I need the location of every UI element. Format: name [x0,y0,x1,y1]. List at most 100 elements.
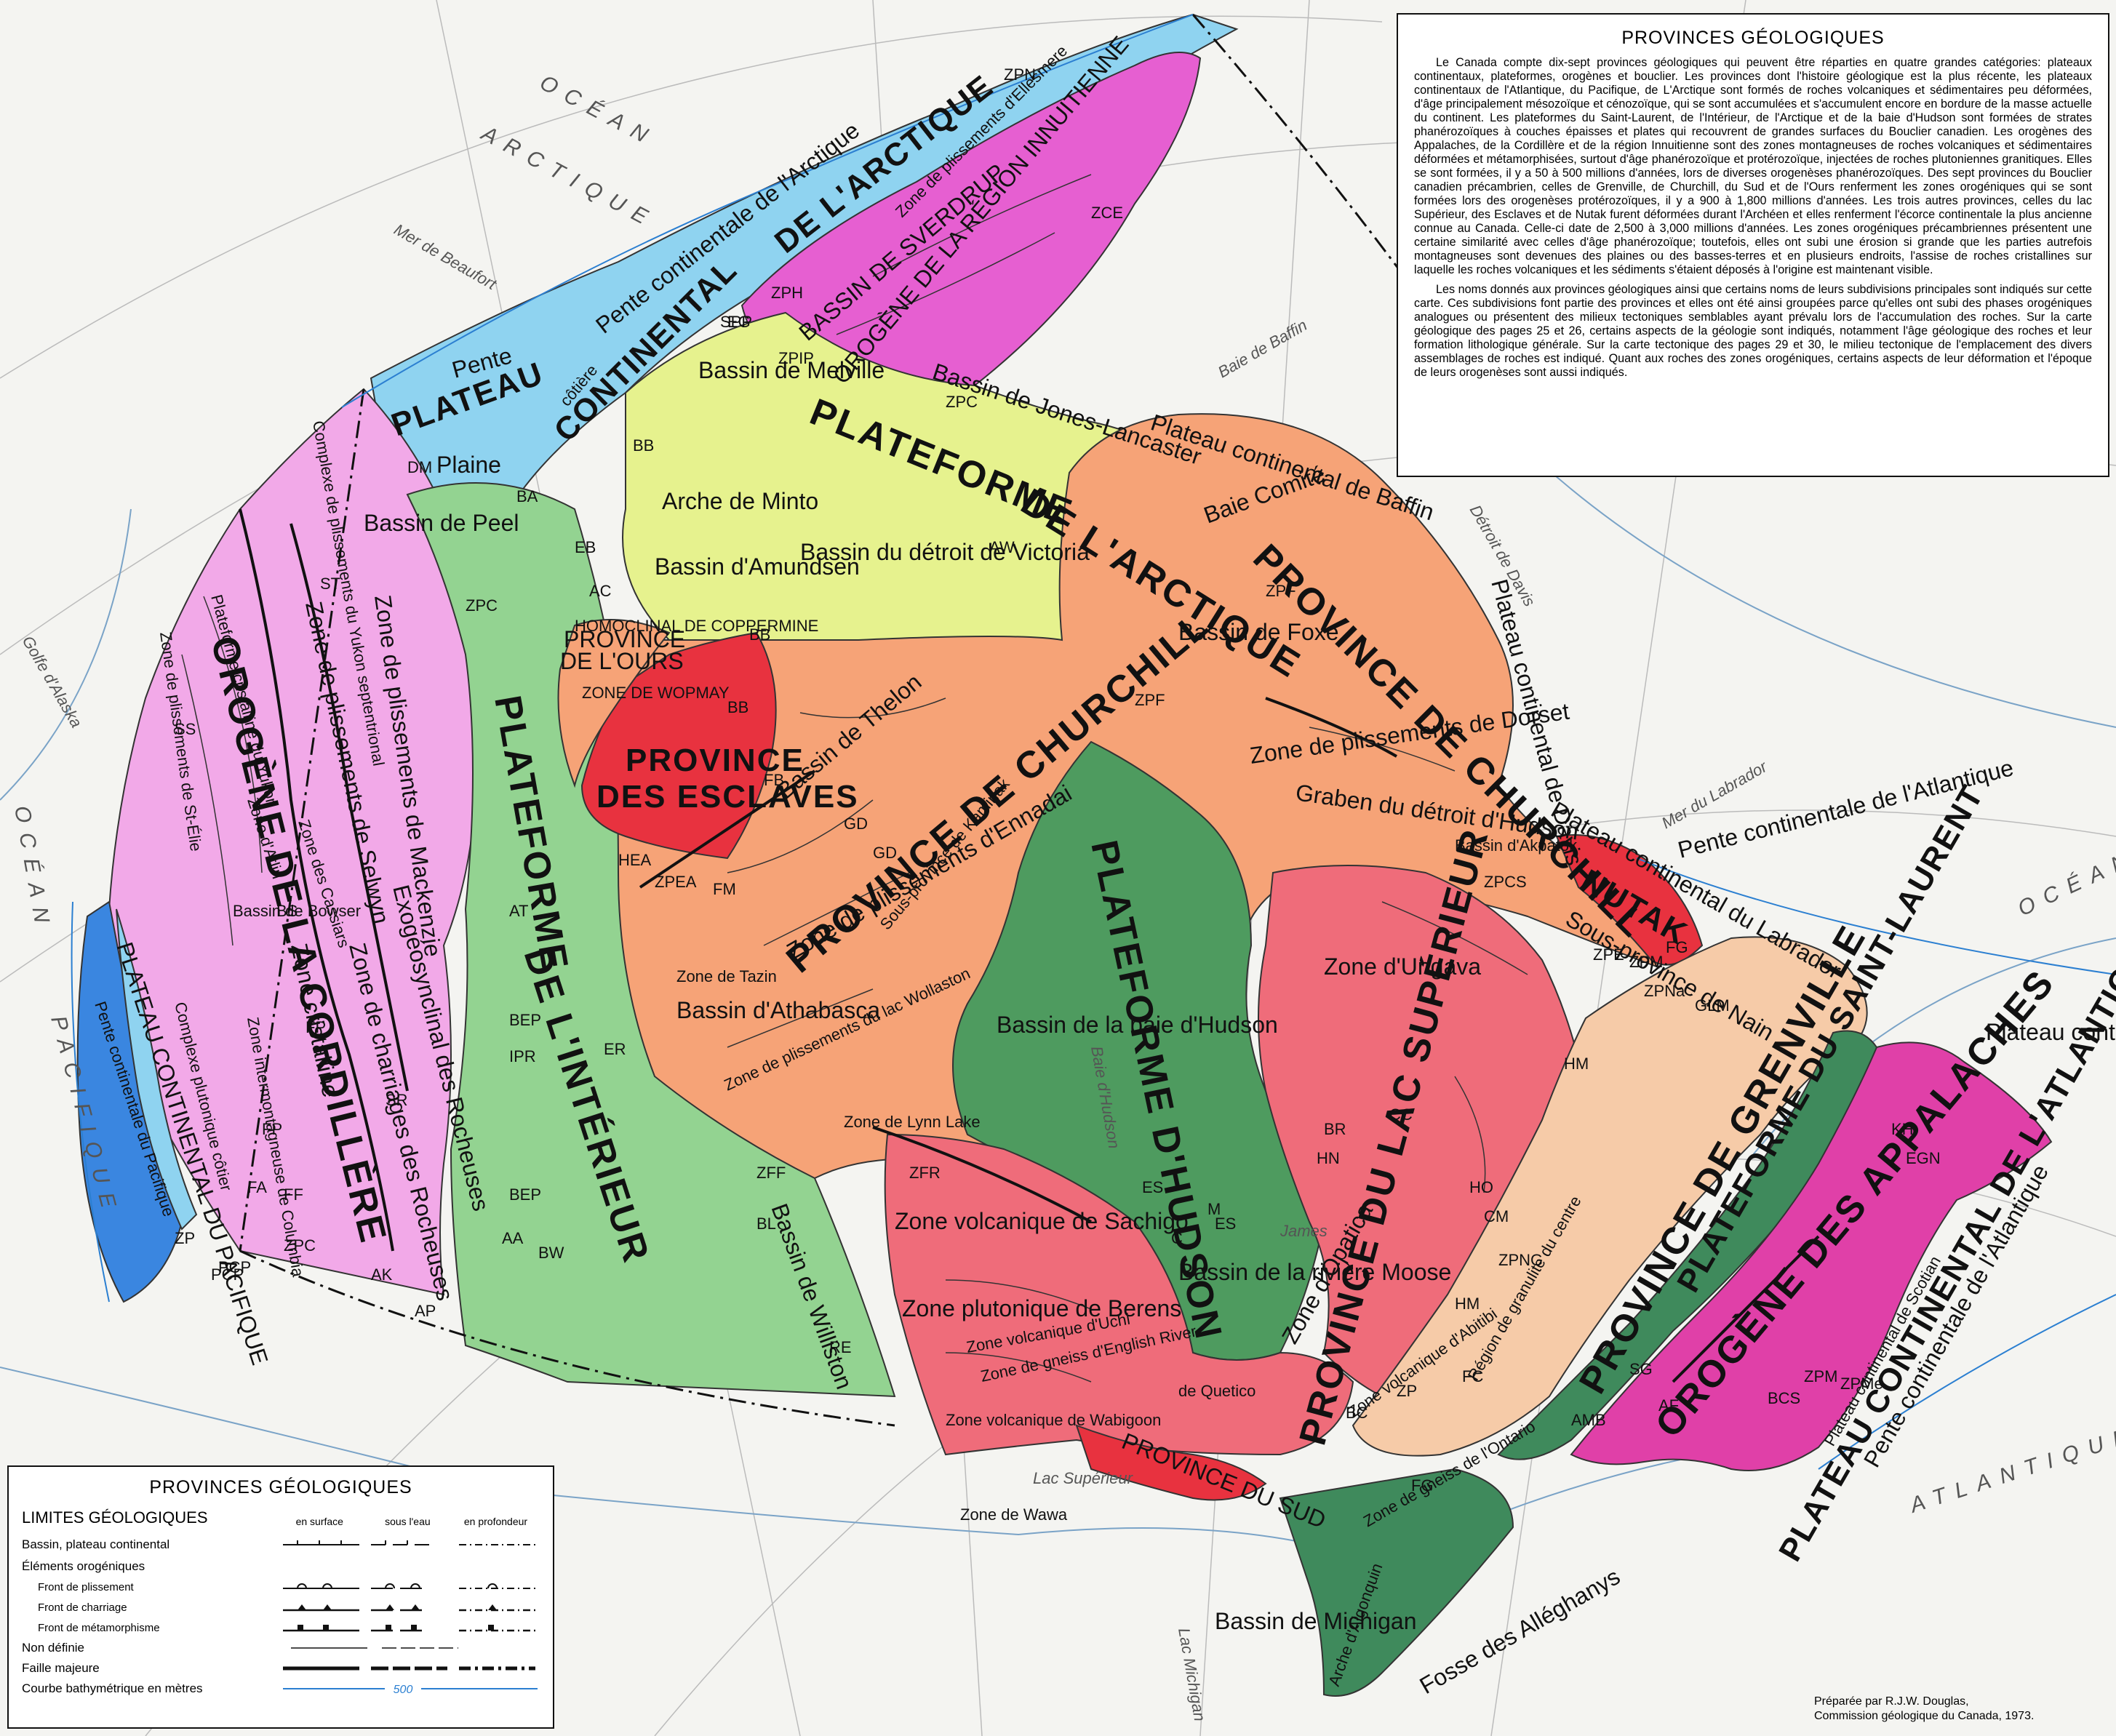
abbr-label: BS [276,902,298,920]
legend-basin-label: Bassin, plateau continental [22,1537,170,1551]
symbol-fold-depth [459,1583,536,1589]
abbr-label: AK [371,1265,393,1284]
abbr-label: BA [516,487,538,505]
label-bassin-baie-hudson: Bassin de la baie d'Hudson [997,1012,1278,1038]
abbr-label: GD [844,815,868,833]
legend-row-fold: Front de plissement [22,1577,540,1597]
abbr-label: GD [873,844,897,862]
symbol-fault-depth [458,1666,535,1671]
symbol-undefined-water [382,1647,458,1649]
label-zone-berens: Zone plutonique de Berens [902,1295,1181,1321]
legend-title: PROVINCES GÉOLOGIQUES [149,1477,412,1497]
label-bassin-athabasca: Bassin d'Athabasca [676,997,880,1023]
legend-bathy-label: Courbe bathymétrique en mètres [22,1681,203,1695]
label-zone-sachigo: Zone volcanique de Sachigo [895,1208,1189,1234]
label-province-ours-2: DE L'OURS [560,648,684,674]
legend-row-thrust: Front de charriage [22,1597,540,1617]
abbr-label: AA [502,1229,524,1247]
symbol-thrust-depth [459,1604,536,1612]
symbol-fault-surface [282,1666,359,1671]
abbr-label: ZFR [909,1164,941,1182]
abbr-label: ZPF [1135,691,1165,709]
abbr-label: SS [175,720,196,738]
abbr-label: ZPIP [778,349,814,367]
abbr-label: ZPCS [1484,873,1527,891]
symbol-undefined-surface [291,1647,367,1649]
abbr-label: ES [1142,1178,1163,1196]
label-zone-ungava: Zone d'Ungava [1324,953,1481,980]
legend-fault-label: Faille majeure [22,1661,100,1675]
description-paragraph-2: Les noms donnés aux provinces géologique… [1414,283,2092,379]
label-bassin-michigan: Bassin de Michigan [1215,1608,1416,1634]
label-bassin-bowser: Bassin de Bowser [233,902,361,920]
symbol-meta-depth [459,1625,536,1632]
abbr-label: GLM [1695,996,1730,1015]
abbr-label: FC [1462,1367,1483,1385]
abbr-label: AT [509,902,528,920]
abbr-label: FM [713,880,736,898]
abbr-label: BC [1346,1404,1368,1422]
abbr-label: BEP [509,1011,541,1029]
abbr-label: FG [1666,938,1688,956]
abbr-label: ZPM [1804,1367,1837,1385]
abbr-label: FP [306,1018,326,1036]
abbr-label: EGN [1906,1149,1941,1167]
legend-section-title: LIMITES GÉOLOGIQUES [22,1508,208,1527]
label-lac-superieur: Lac Supérieur [1033,1469,1134,1487]
abbr-label: BR [1324,1120,1346,1138]
label-wopmay: ZONE DE WOPMAY [582,684,730,702]
abbr-label: SG [1629,1360,1653,1378]
symbol-fold-water [371,1583,423,1589]
abbr-label: SPP [720,313,752,331]
abbr-label: ZPN [1004,65,1036,84]
legend-row-fault: Faille majeure [22,1658,540,1679]
label-homoclinal: HOMOCLINAL DE COPPERMINE [575,617,818,635]
abbr-label: FF [284,1185,303,1204]
symbol-basin-water [370,1540,429,1545]
bathy-value: 500 [393,1684,412,1696]
label-bassin-peel: Bassin de Peel [364,510,519,536]
abbr-label: SR [386,1091,408,1109]
legend-row-meta: Front de métamorphisme [22,1617,540,1638]
symbol-bathy: 500 [282,1684,538,1696]
legend-col-profondeur: en profondeur [463,1516,528,1527]
label-bassin-foxe: Bassin de Foxe [1178,619,1339,645]
region-grenville [1352,936,1868,1457]
symbol-thrust-water [371,1604,423,1612]
legend-fold-label: Front de plissement [38,1580,134,1593]
abbr-label: HM [1455,1295,1480,1313]
label-arche-minto: Arche de Minto [662,488,818,514]
outer-limit [239,14,1529,1427]
abbr-label: BB [749,625,770,644]
legend-row-undefined: Non définie [22,1638,540,1658]
abbr-label: M [1207,1200,1221,1218]
abbr-label: ZPC [284,1236,316,1255]
abbr-label: BW [538,1244,564,1262]
label-zone-wabigoon: Zone volcanique de Wabigoon [946,1411,1161,1429]
abbr-label: CM [1484,1207,1509,1225]
label-bassin-amundsen: Bassin d'Amundsen [655,553,860,580]
abbr-label: EB [575,538,596,556]
abbr-label: ST [320,575,340,593]
region-bear [557,619,671,788]
legend-orogenic-label: Éléments orogéniques [22,1559,145,1573]
label-province-esclaves-2: DES ESCLAVES [596,779,859,815]
region-southern [1075,1424,1267,1501]
abbr-label: HM [1564,1055,1589,1073]
abbr-label: ZPC [946,393,978,411]
abbr-label: BL [756,1215,776,1233]
legend-undefined-label: Non définie [22,1641,85,1655]
abbr-label: HN [1317,1149,1340,1167]
abbr-label: BEP [509,1185,541,1204]
abbr-label: IPR [509,1047,536,1065]
abbr-label: ZFF [756,1164,786,1182]
region-slave [580,631,777,860]
region-superior-west [884,1133,1354,1456]
legend-panel: PROVINCES GÉOLOGIQUES LIMITES GÉOLOGIQUE… [7,1465,554,1729]
label-plateau-terre-neuve: Plateau continental de Terre-Neuve [1986,1019,2116,1045]
abbr-label: DM [407,458,432,476]
abbreviation-labels: ZPNZCEZPHZPIPSPPEGBBZPCAWBADMEBACZPCSTSS… [175,65,1941,1495]
legend-row-bathy: Courbe bathymétrique en mètres 500 [22,1679,540,1699]
abbr-label: ZP [175,1229,195,1247]
legend-header: LIMITES GÉOLOGIQUES en surface sous l'ea… [22,1508,540,1527]
